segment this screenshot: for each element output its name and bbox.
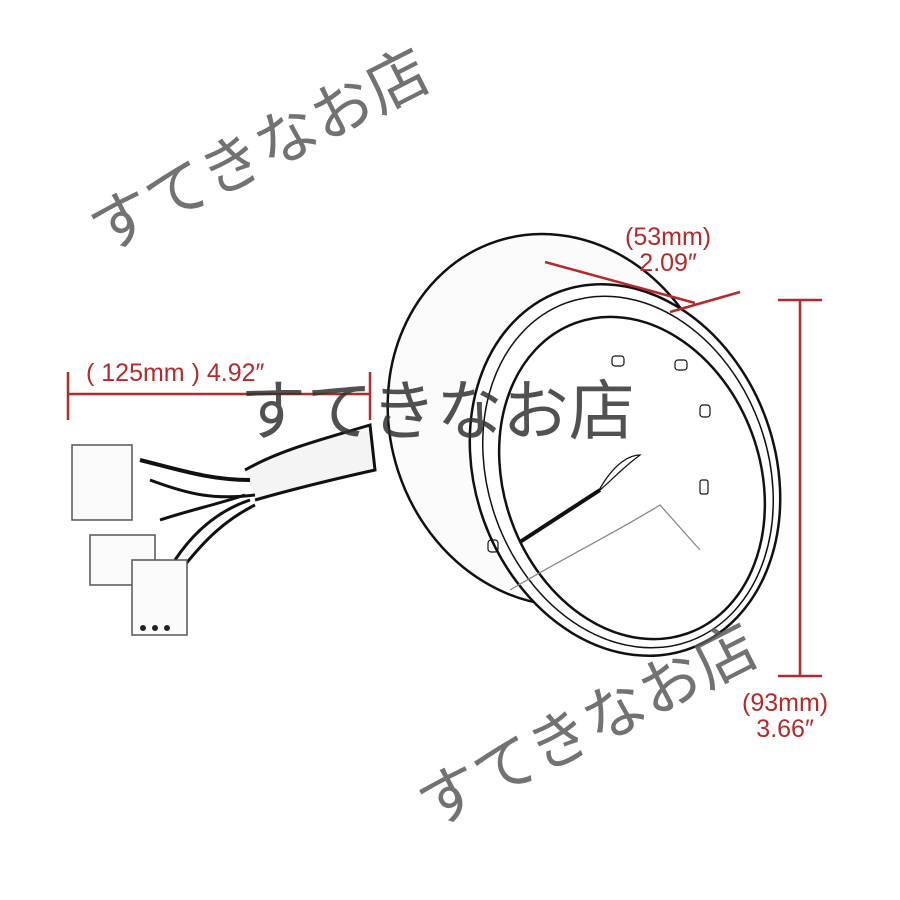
- gauge-bezel-outer: [468, 282, 782, 658]
- connector-a: [71, 444, 133, 521]
- needle-hub: [597, 454, 642, 493]
- diameter-mm: (93mm): [742, 689, 829, 717]
- watermark-center: すてきなお店: [240, 373, 635, 450]
- depth-dimension-label: (53mm) 2.09″: [625, 224, 711, 276]
- dim-depth-line-1: [544, 260, 696, 305]
- depth-inch: 2.09″: [639, 249, 697, 277]
- cable-length-label: ( 125mm ) 4.92″: [86, 359, 265, 387]
- cable-sheath: [244, 423, 377, 502]
- dial-shape: [509, 504, 701, 591]
- diameter-inch: 3.66″: [756, 715, 814, 743]
- gauge-needle: [518, 488, 602, 544]
- connector-c: [131, 559, 188, 636]
- gauge-face: [497, 315, 767, 641]
- depth-mm: (53mm): [625, 223, 712, 251]
- dim-depth-line-2: [669, 290, 741, 314]
- diameter-dimension-label: (93mm) 3.66″: [742, 690, 828, 742]
- gauge-bezel-ring: [482, 295, 774, 649]
